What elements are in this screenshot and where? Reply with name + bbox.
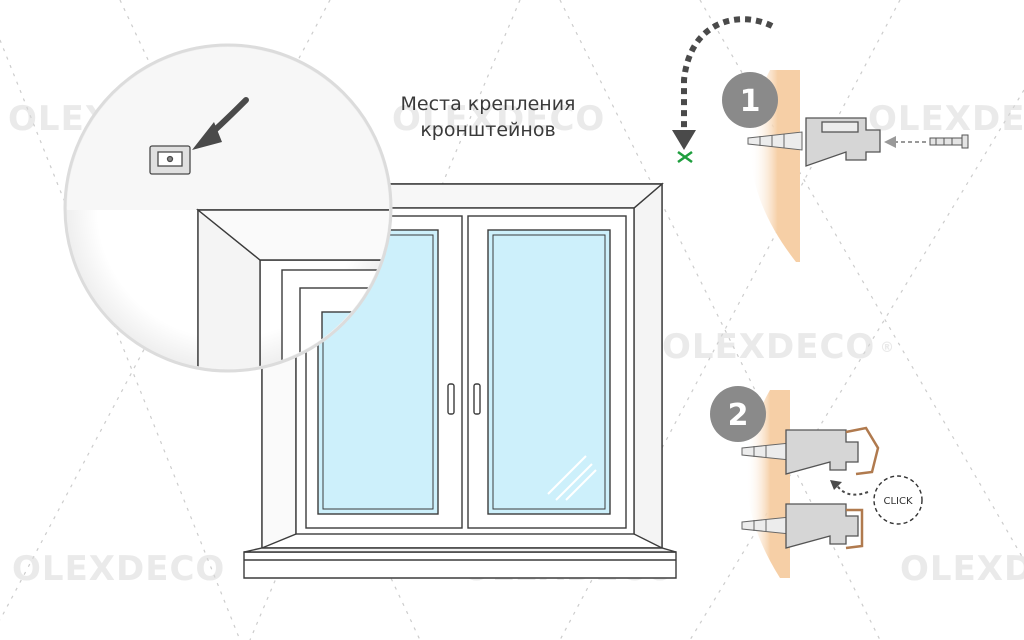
window-reveal-right — [633, 182, 663, 550]
step-1-badge — [722, 72, 778, 128]
caption: Места крепления кронштейнов — [401, 93, 576, 141]
mounting-mark — [672, 16, 774, 164]
watermark-registered-mark: ® — [880, 340, 895, 356]
glass-shine — [547, 455, 597, 501]
zoom-detail — [63, 43, 393, 373]
bracket-icon — [785, 503, 859, 549]
watermark-logo-text: OLEXDECO — [662, 327, 875, 367]
click-label: CLICK — [883, 496, 912, 507]
click-indicator: CLICK — [873, 475, 923, 525]
zoom-bracket-icon — [149, 145, 191, 175]
watermark-logo-text: OLEXDECO — [900, 549, 1024, 589]
watermark-logo-text: OLEXDECO — [868, 99, 1024, 139]
bracket-icon — [805, 117, 881, 167]
window-handle-left — [447, 383, 455, 415]
curtain-rail-clip-icon — [845, 426, 880, 476]
window-handle-right — [473, 383, 481, 415]
step-2-badge — [710, 386, 766, 442]
watermark-logo-text: OLEXDECO — [12, 549, 225, 589]
window-glass-right — [487, 229, 611, 515]
pointer-arrow — [192, 97, 249, 150]
wall-plug-icon — [747, 131, 803, 151]
rotate-arrow-icon — [830, 480, 869, 496]
down-arrow-icon — [672, 130, 696, 150]
step-2-panel: 2 CLIC — [710, 386, 923, 578]
caption-line-2: кронштейнов — [420, 119, 555, 141]
curtain-rail-clip-icon — [845, 508, 864, 550]
bracket-icon — [785, 429, 859, 475]
step-2-number: 2 — [728, 398, 749, 433]
caption-line-1: Места крепления — [401, 93, 576, 115]
watermark-logo-text: OLEXDECO — [392, 99, 605, 139]
wall-plug-icon — [741, 516, 791, 535]
step-1-number: 1 — [740, 84, 761, 119]
screw-icon — [929, 134, 969, 149]
insert-arrow-icon — [884, 136, 926, 148]
window-sill — [243, 551, 677, 579]
x-mark-icon — [677, 150, 693, 164]
step-1-panel: 1 — [722, 70, 969, 262]
